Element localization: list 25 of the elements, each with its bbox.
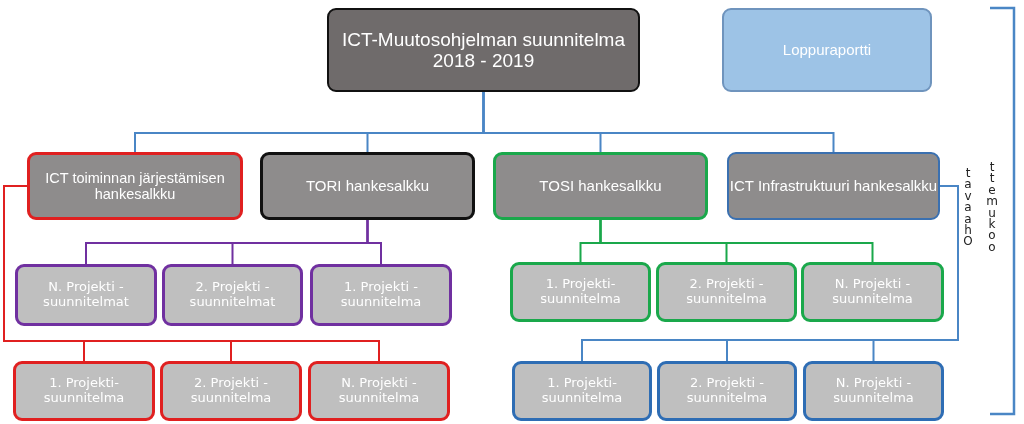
project-plan-box: 2. Projekti -suunnitelma (656, 262, 797, 322)
program-box: Loppuraportti (722, 8, 932, 92)
portfolio-box: TORI hankesalkku (260, 152, 475, 220)
connector-line (599, 219, 874, 263)
project-plan-box: 2. Projekti -suunnitelma (657, 361, 797, 421)
vertical-label: ookumett (986, 162, 998, 254)
project-plan-box: N. Projekti -suunnitelma (803, 361, 944, 421)
vertical-label: Ohaavat (962, 168, 974, 248)
portfolio-box: ICT Infrastruktuuri hankesalkku (727, 152, 940, 220)
connector-line (3, 185, 380, 362)
connector-line (366, 219, 382, 265)
program-box: ICT-Muutosohjelman suunnitelma 2018 - 2019 (327, 8, 640, 92)
project-plan-box: 1. Projekti- suunnitelma (512, 361, 652, 421)
project-plan-box: N. Projekti -suunnitelma (801, 262, 944, 322)
project-plan-box: N. Projekti -suunnitelma (308, 361, 450, 421)
project-plan-box: 1. Projekti- suunnitelma (510, 262, 651, 322)
portfolio-box: ICT toiminnan järjestämisen hankesalkku (27, 152, 243, 220)
project-plan-box: 2. Projekti -suunnitelma (160, 361, 302, 421)
project-plan-box: N. Projekti -suunnitelmat (15, 264, 157, 326)
portfolio-box: TOSI hankesalkku (493, 152, 708, 220)
project-plan-box: 1. Projekti -suunnitelma (310, 264, 452, 326)
connector-line (482, 91, 835, 153)
connector-line (872, 185, 959, 362)
project-plan-box: 1. Projekti- suunnitelma (13, 361, 155, 421)
project-plan-box: 2. Projekti -suunnitelmat (162, 264, 303, 326)
